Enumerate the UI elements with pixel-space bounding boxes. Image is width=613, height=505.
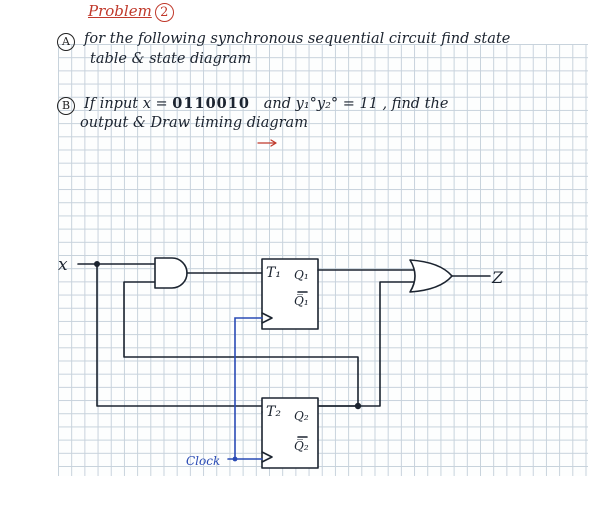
ff2-qbar-label: Q̅₂ bbox=[294, 438, 309, 453]
ff2-t-label: T₂ bbox=[266, 404, 281, 420]
ff2-q-label: Q₂ bbox=[294, 409, 309, 423]
part-b-line1-a: If input x = bbox=[84, 96, 168, 112]
part-a-line2: table & state diagram bbox=[90, 51, 252, 67]
junction-dot-x bbox=[94, 261, 100, 267]
wire-clock-ff1 bbox=[234, 317, 263, 460]
part-b-line2: output & Draw timing diagram bbox=[80, 115, 308, 131]
problem-title: Problem bbox=[88, 2, 152, 20]
part-b-line1-b: and y₁°y₂° = 11 , find the bbox=[263, 96, 449, 112]
part-a-line1: for the following synchronous sequential… bbox=[84, 31, 511, 47]
or-gate bbox=[409, 259, 453, 293]
graph-paper-background bbox=[58, 44, 588, 476]
clock-label: Clock bbox=[186, 454, 220, 468]
ff1-qbar-label: Q̅₁ bbox=[294, 293, 309, 308]
part-a-marker: A bbox=[57, 33, 75, 51]
problem-number: 2 bbox=[154, 3, 174, 22]
and-gate bbox=[154, 257, 188, 289]
ff1-q-label: Q₁ bbox=[294, 268, 309, 282]
input-x-label: x bbox=[58, 255, 68, 275]
ff1-t-label: T₁ bbox=[266, 265, 281, 281]
clock-triangle-ff1 bbox=[261, 312, 273, 324]
wire-q2-to-or bbox=[317, 281, 415, 407]
input-sequence: 0110010 bbox=[172, 95, 250, 112]
output-z-label: Z bbox=[491, 268, 504, 287]
clock-triangle-ff2 bbox=[261, 451, 273, 463]
part-b-line1: If input x = 0110010 and y₁°y₂° = 11 , f… bbox=[84, 95, 448, 112]
junction-dot-clock bbox=[232, 456, 238, 462]
junction-dot-q2 bbox=[354, 402, 362, 410]
part-b-marker: B bbox=[57, 97, 75, 115]
direction-arrow bbox=[257, 139, 277, 147]
wire-feedback-and bbox=[123, 281, 359, 407]
